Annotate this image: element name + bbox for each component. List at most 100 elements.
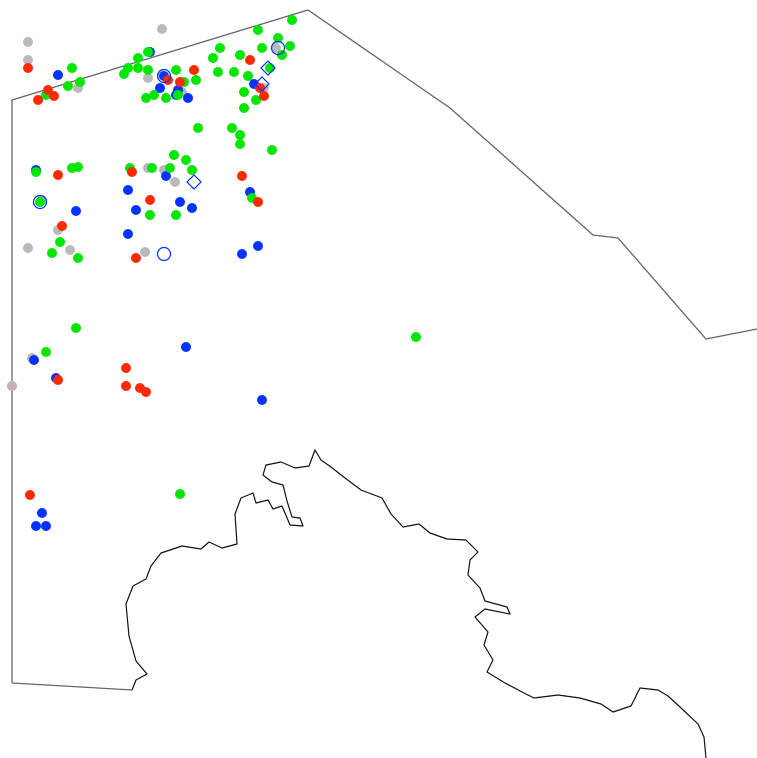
boundary-bottom-edge [11,682,133,691]
green-point [67,63,77,73]
green-point [235,50,245,60]
green-point [277,50,287,60]
red-point [189,65,199,75]
red-point [141,387,151,397]
green-point [161,93,171,103]
diamond-marker [254,76,270,92]
green-point [257,43,267,53]
coastline-layer [125,449,707,758]
red-point [237,171,247,181]
green-point [141,93,151,103]
green-point [239,87,249,97]
green-point [133,53,143,63]
green-point [267,145,277,155]
green-point [147,163,157,173]
red-point [53,170,63,180]
green-point [175,489,185,499]
green-point [165,163,175,173]
diamond-marker [260,60,276,76]
green-point [287,15,297,25]
green-point [251,95,261,105]
green-point [235,139,245,149]
open-circle-marker [156,246,172,262]
blue-point [253,241,263,251]
green-point [215,43,225,53]
green-point [31,167,41,177]
green-point [213,67,223,77]
red-point [163,75,173,85]
green-point [191,75,201,85]
blue-point [257,395,267,405]
red-point [131,253,141,263]
blue-point [53,70,63,80]
green-point [149,90,159,100]
red-point [23,63,33,73]
blue-point [161,171,171,181]
red-point [53,375,63,385]
green-point [181,155,191,165]
red-point [255,83,265,93]
gray-point [23,243,33,253]
blue-point [29,355,39,365]
green-point [187,165,197,175]
green-point [171,210,181,220]
rose-gray-point [7,381,17,391]
gray-point [23,55,33,65]
red-point [259,91,269,101]
green-point [265,63,275,73]
red-point [33,95,43,105]
green-point [143,65,153,75]
coastline [125,449,707,758]
red-point [245,55,255,65]
survey-boundary [11,9,757,683]
gray-point [23,37,33,47]
green-point [239,103,249,113]
green-point [63,81,73,91]
diamond-marker [186,174,202,190]
gray-point [65,245,75,255]
green-point [73,253,83,263]
blue-point [37,508,47,518]
green-point [193,123,203,133]
observation-points-layer [7,15,421,531]
blue-point [41,521,51,531]
red-point [49,91,59,101]
green-point [243,71,253,81]
green-point [47,248,57,258]
gray-point [271,43,281,53]
blue-point [187,203,197,213]
red-point [145,195,155,205]
red-point [121,381,131,391]
gray-point [140,247,150,257]
open-circle-marker [32,194,48,210]
open-circle-marker [270,40,286,56]
blue-point [183,93,193,103]
gray-point [157,24,167,34]
red-point [57,221,67,231]
red-point [253,197,263,207]
blue-point [237,249,247,259]
green-point [235,130,245,140]
blue-point [71,206,81,216]
gray-point [170,177,180,187]
green-point [119,69,129,79]
red-point [25,490,35,500]
green-point [145,210,155,220]
blue-point [175,197,185,207]
green-point [208,53,218,63]
green-point [171,65,181,75]
green-point [75,77,85,87]
green-point [169,150,179,160]
red-point [121,363,131,373]
green-point [273,33,283,43]
boundary-layer [11,9,757,691]
blue-point [155,83,165,93]
blue-point [31,521,41,531]
green-point [227,123,237,133]
green-point [41,347,51,357]
green-point [253,25,263,35]
blue-point [181,342,191,352]
blue-point [123,229,133,239]
